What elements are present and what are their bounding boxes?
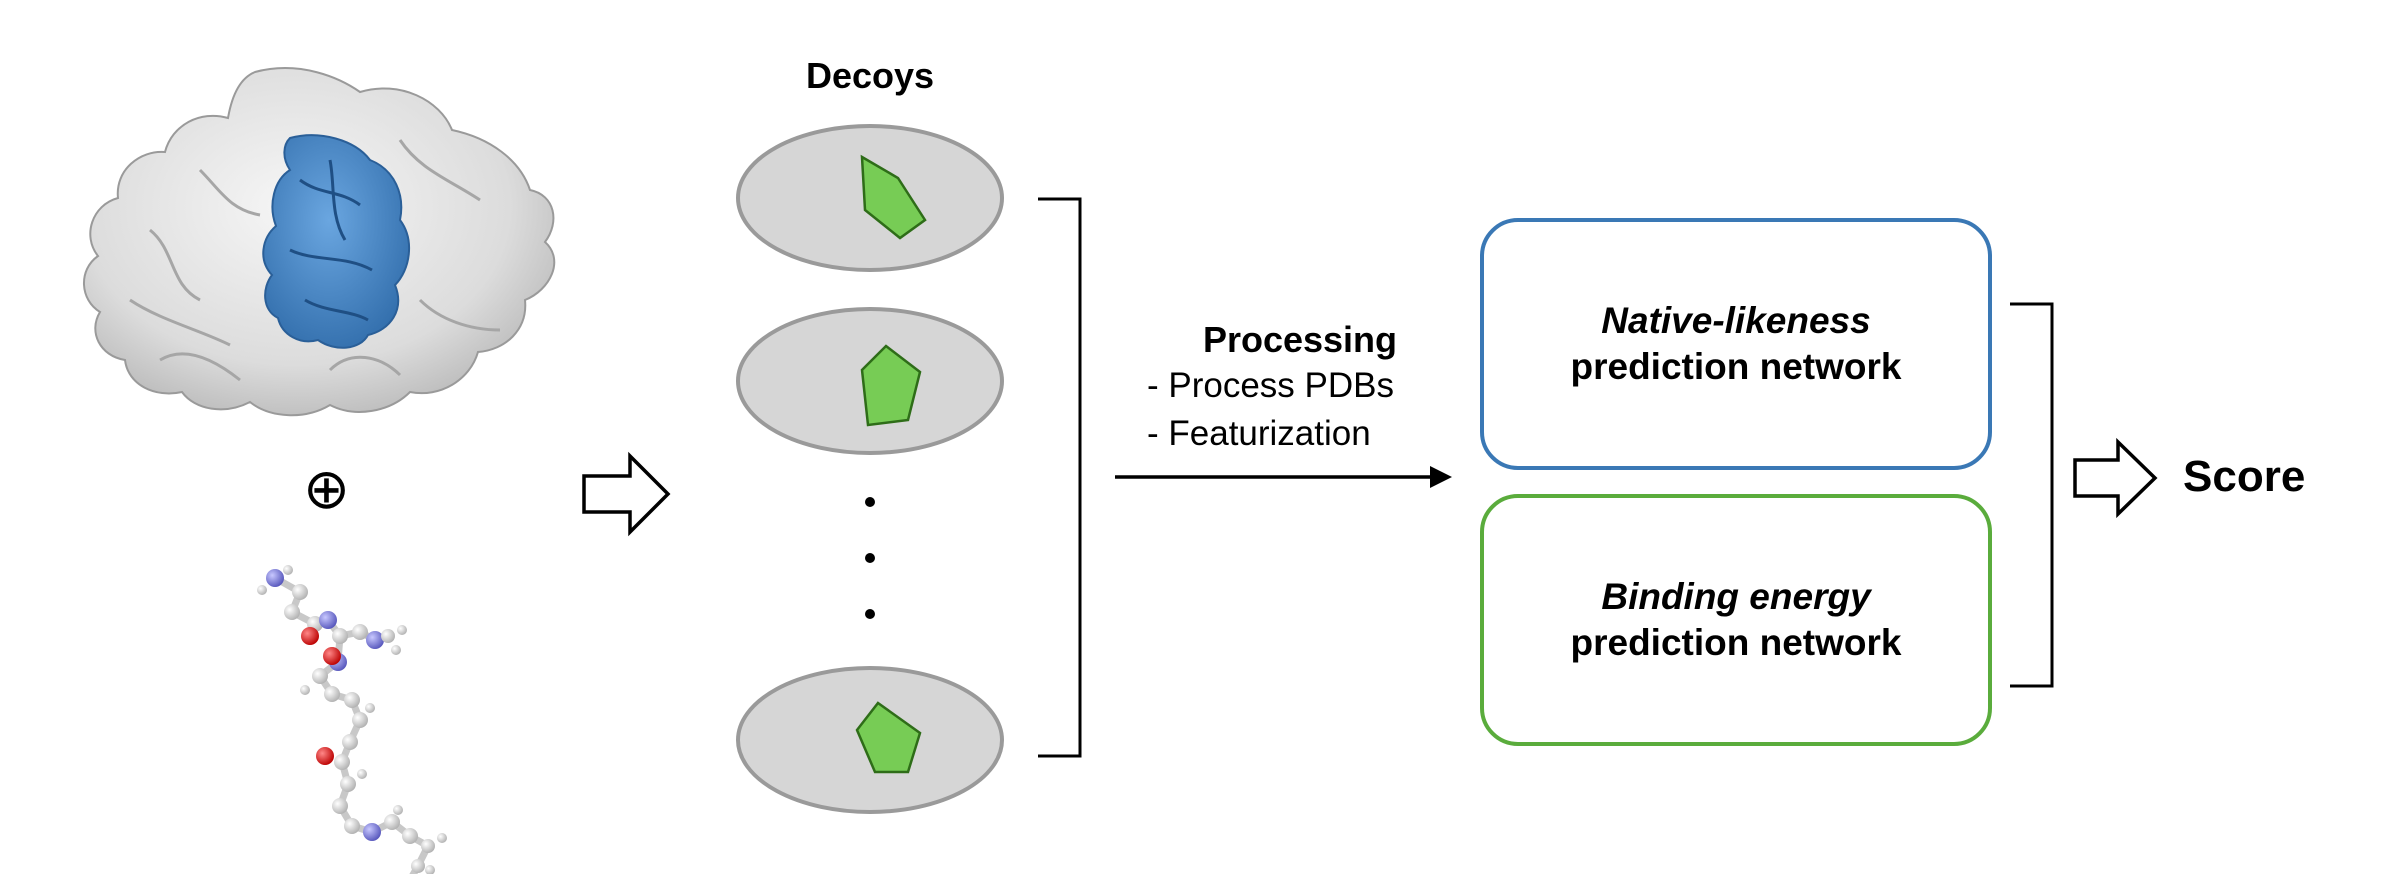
ligand-atoms [257,565,447,874]
decoy-ellipsis [865,497,875,619]
decoys-bracket [1038,197,1082,758]
native-likeness-network-subtitle: prediction network [1570,346,1902,387]
score-label: Score [2183,452,2306,501]
binding-energy-network-box: Binding energy prediction network [1480,494,1992,746]
protein-structure-image [83,67,556,417]
ligand-structure-image [257,565,447,874]
networks-bracket [2010,302,2054,688]
processing-step: - Process PDBs [1147,366,1394,405]
binding-energy-network-title: Binding energy [1601,576,1871,617]
processing-step: - Featurization [1147,414,1371,453]
decoy-1-ligand-pentagon [860,154,927,240]
binding-site-surface [262,134,411,349]
binding-site-shading [289,159,373,322]
native-likeness-network-title: Native-likeness [1601,300,1871,341]
decoy-n [736,666,1004,814]
processing-label: Processing - Process PDBs - Featurizatio… [1135,318,1465,458]
decoy-2 [736,307,1004,455]
processing-title: Processing [1202,319,1398,360]
binding-energy-network-subtitle: prediction network [1570,622,1902,663]
decoy-1 [736,124,1004,272]
decoy-2-ligand-pentagon [860,344,922,427]
score-arrow [2073,437,2158,519]
processing-arrow [1115,466,1452,488]
decoy-n-ligand-pentagon [855,701,922,774]
protein-shading [129,139,501,382]
decoys-title: Decoys [805,55,935,96]
combine-operator-symbol: ⊕ [303,457,350,522]
input-arrow [582,451,671,537]
native-likeness-network-box: Native-likeness prediction network [1480,218,1992,470]
